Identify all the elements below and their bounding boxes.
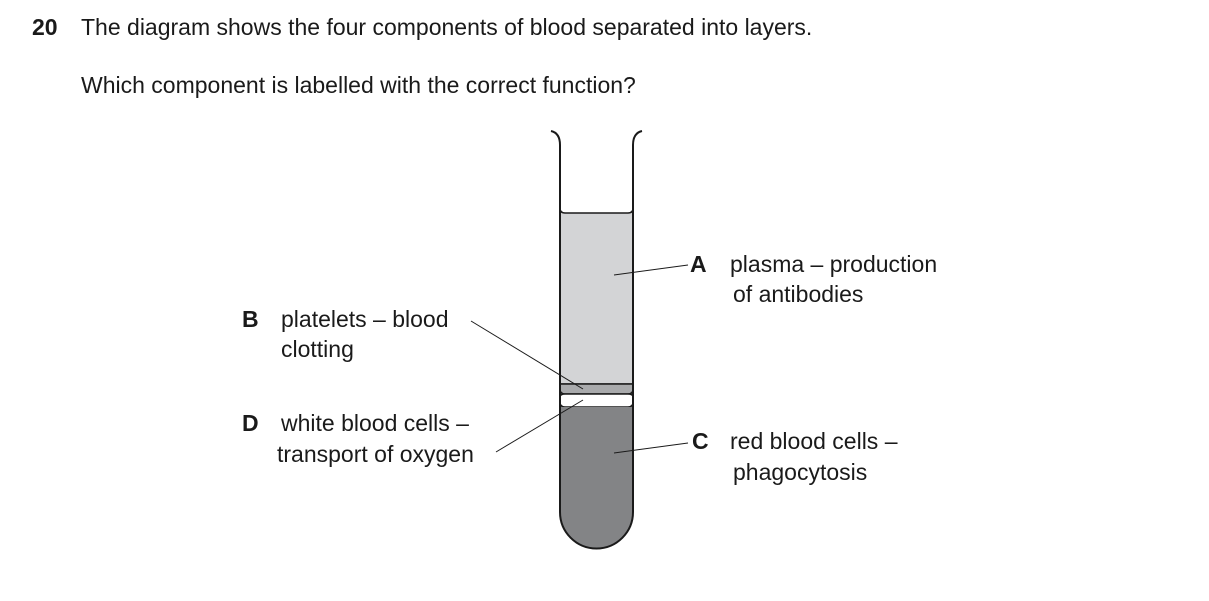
leader-line-b <box>470 320 584 390</box>
label-d-letter: D <box>242 410 259 436</box>
label-a-line1: plasma – production <box>730 251 938 277</box>
label-b-line1: platelets – blood <box>281 306 449 332</box>
label-d-line2: transport of oxygen <box>277 441 474 467</box>
red-blood-cells-layer <box>560 407 633 549</box>
label-c-line1: red blood cells – <box>730 428 898 454</box>
label-d-line1: white blood cells – <box>281 410 469 436</box>
label-b-letter: B <box>242 306 259 332</box>
test-tube-outline <box>550 130 643 550</box>
label-b-line2: clotting <box>281 336 354 362</box>
plasma-layer <box>560 208 633 384</box>
label-c-letter: C <box>692 428 709 454</box>
question-number: 20 <box>32 14 58 40</box>
label-c-line2: phagocytosis <box>733 459 868 485</box>
question-stem: The diagram shows the four components of… <box>81 14 813 40</box>
white-blood-cells-layer <box>559 393 634 408</box>
question-prompt: Which component is labelled with the cor… <box>81 72 636 98</box>
label-a-line2: of antibodies <box>733 281 864 307</box>
platelets-layer <box>559 383 634 395</box>
label-a-letter: A <box>690 251 707 277</box>
leader-line-c <box>613 442 689 454</box>
leader-line-a <box>613 264 689 276</box>
leader-line-d <box>495 399 584 453</box>
